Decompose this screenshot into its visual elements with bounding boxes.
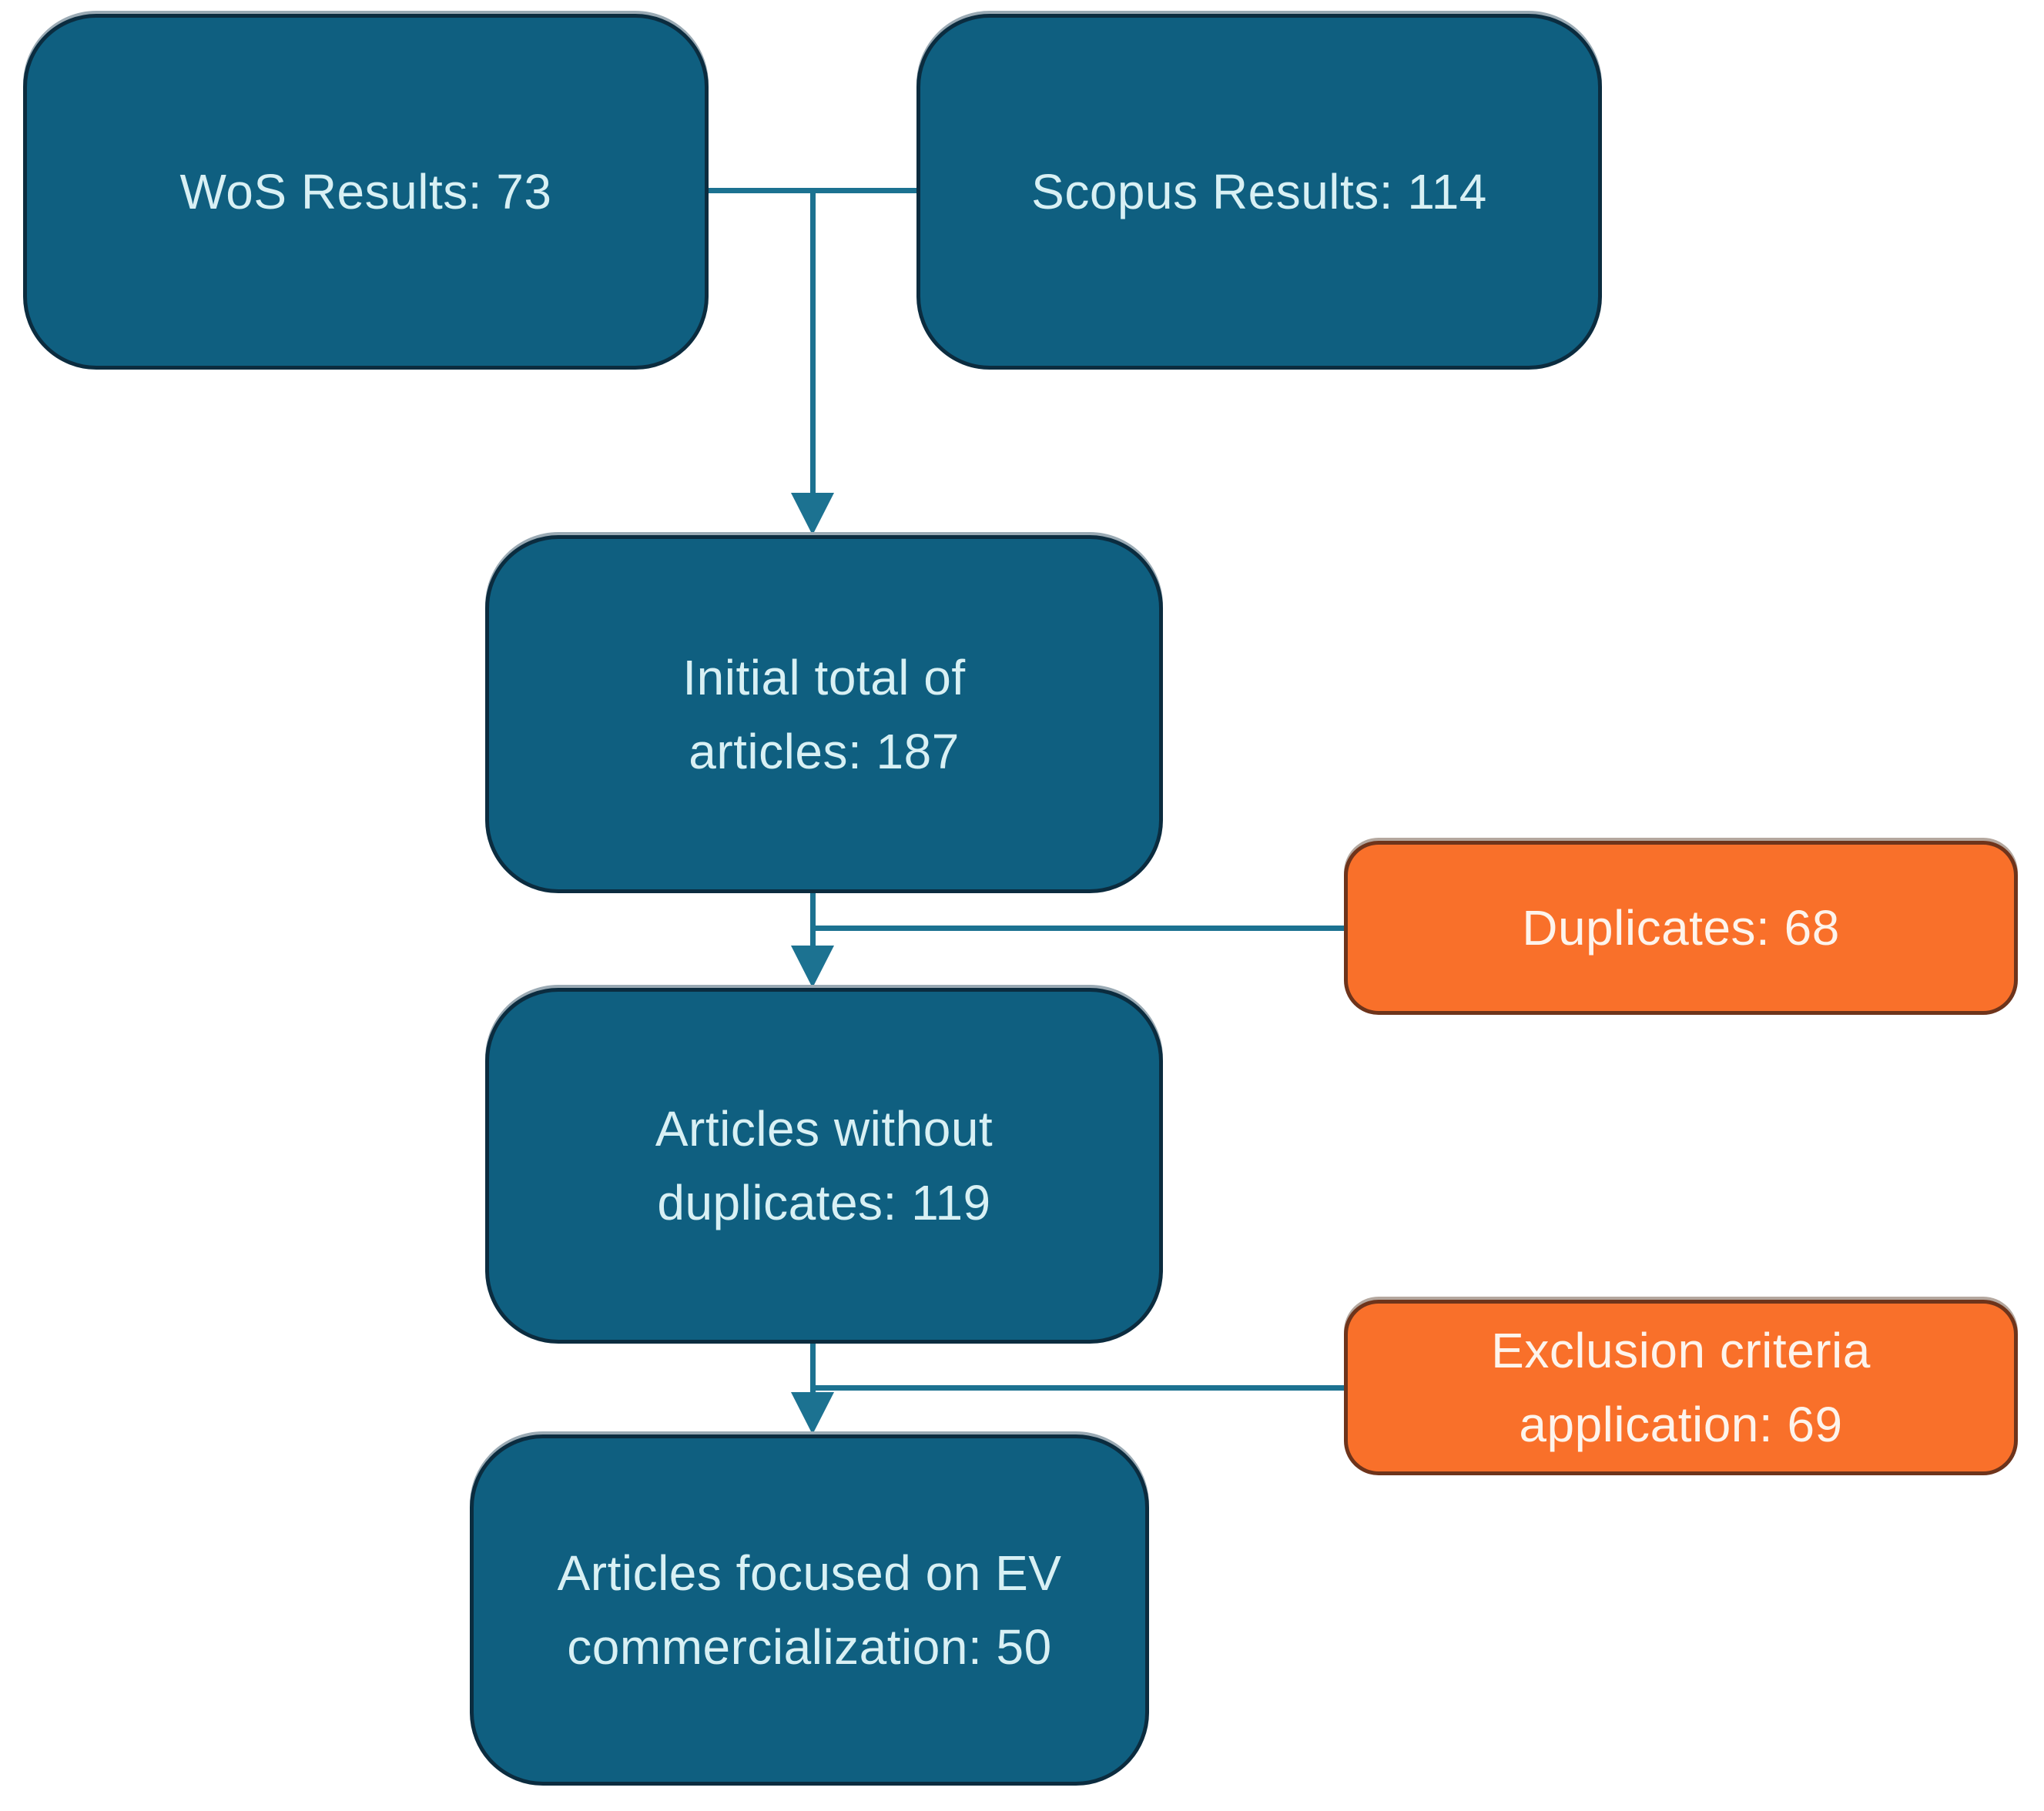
node-articles-final: Articles focused on EV commercialization… [470,1434,1149,1786]
node-wos-label: WoS Results: 73 [179,164,552,219]
connector-branch-duplicates [810,926,1344,931]
node-articles-without-duplicates: Articles without duplicates: 119 [485,988,1163,1344]
node-scopus-results: Scopus Results: 114 [916,14,1602,370]
connector-branch-exclusion [810,1385,1344,1391]
node-final-label-line2: commercialization: 50 [567,1619,1052,1675]
connector-initial-to-noduplicates [810,893,816,949]
node-noduplicates-label-line2: duplicates: 119 [657,1175,991,1230]
arrowhead-down-noduplicates-icon [791,946,834,988]
node-noduplicates-label-line1: Articles without [655,1101,994,1157]
arrowhead-down-final-icon [791,1392,834,1434]
node-initial-label-line2: articles: 187 [689,723,960,779]
node-final-label-line1: Articles focused on EV [557,1545,1062,1601]
connector-noduplicates-to-final [810,1344,816,1394]
node-duplicates-label: Duplicates: 68 [1522,900,1840,956]
node-scopus-label: Scopus Results: 114 [1031,164,1487,219]
node-initial-total: Initial total of articles: 187 [485,535,1163,893]
connector-merge-to-initial [810,188,816,494]
node-exclusion-criteria: Exclusion criteria application: 69 [1344,1300,2018,1475]
node-wos-results: WoS Results: 73 [23,14,709,370]
node-duplicates: Duplicates: 68 [1344,841,2018,1015]
node-exclusion-label-line2: application: 69 [1519,1397,1843,1452]
node-exclusion-label-line1: Exclusion criteria [1491,1323,1871,1378]
node-initial-label-line1: Initial total of [682,649,966,705]
arrowhead-down-initial-icon [791,493,834,535]
